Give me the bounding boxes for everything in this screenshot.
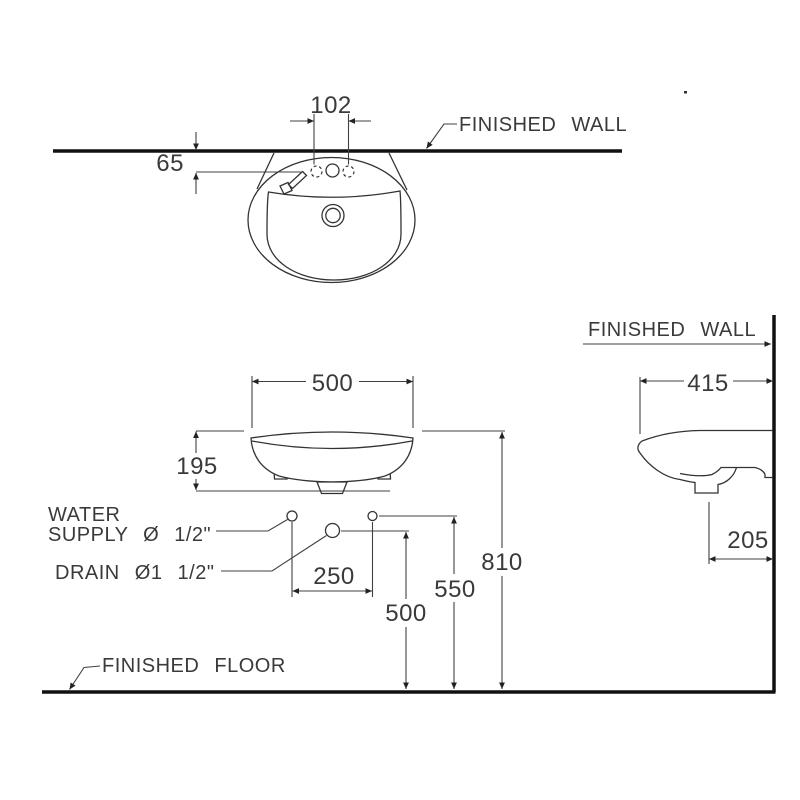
water-supply-leader: [216, 519, 288, 532]
drain-hole-outer-plan: [321, 203, 345, 228]
basin-underside-bracket-side: [679, 466, 773, 479]
dim-65-text: 65: [156, 150, 184, 177]
basin-inner-rim-front: [251, 440, 413, 450]
dim-195-text: 195: [176, 453, 218, 480]
basin-inner-bowl-plan: [266, 190, 402, 281]
floor: FINISHED FLOOR: [42, 655, 776, 694]
finished-floor-label: FINISHED FLOOR: [102, 655, 286, 677]
dim-500-width-text: 500: [312, 370, 354, 397]
side-view: FINISHED WALL 415 205: [583, 315, 776, 692]
basin-body-front: [250, 431, 414, 483]
faucet-hole-left: [310, 165, 323, 178]
ink-speck: [684, 91, 687, 94]
finished-wall-top-label: FINISHED WALL: [459, 114, 627, 136]
basin-outer-rim-plan: [247, 156, 416, 284]
water-supply-point-right: [367, 510, 378, 522]
front-view: 500 195: [176, 370, 505, 495]
basin-rim-side: [641, 429, 773, 442]
installation-points: WATER SUPPLY Ø 1/2" DRAIN Ø1 1/2" 250 50…: [48, 432, 523, 689]
dim-550-text: 550: [434, 576, 476, 603]
drain-hole-inner-plan: [325, 207, 341, 224]
dim-205-text: 205: [727, 527, 769, 554]
faucet-hole-right: [342, 165, 355, 178]
dim-810-text: 810: [481, 549, 523, 576]
water-supply-label-line2: SUPPLY Ø 1/2": [48, 524, 211, 546]
top-view: FINISHED WALL 102 65: [53, 91, 687, 284]
finished-floor-leader: [69, 665, 101, 690]
water-supply-label-line1: WATER: [48, 504, 121, 526]
finished-wall-side-label: FINISHED WALL: [588, 319, 756, 341]
finished-wall-top-leader: [426, 123, 457, 149]
dim-500-height-text: 500: [385, 600, 427, 627]
dim-415-text: 415: [687, 370, 729, 397]
water-supply-point-left: [286, 510, 298, 522]
faucet-lever-handle: [279, 181, 293, 195]
basin-back-right-edge: [388, 152, 408, 191]
drain-label: DRAIN Ø1 1/2": [55, 562, 214, 584]
dim-250-text: 250: [313, 563, 355, 590]
drain-fitting-front: [316, 481, 348, 495]
dim-102-text: 102: [310, 92, 352, 119]
faucet-hole-center: [325, 163, 340, 178]
drain-leader: [221, 535, 327, 572]
basin-back-left-edge: [256, 152, 275, 190]
drain-point: [324, 522, 341, 539]
basin-bowl-and-trap-side: [637, 440, 738, 494]
faucet-lever-stem: [287, 170, 308, 190]
